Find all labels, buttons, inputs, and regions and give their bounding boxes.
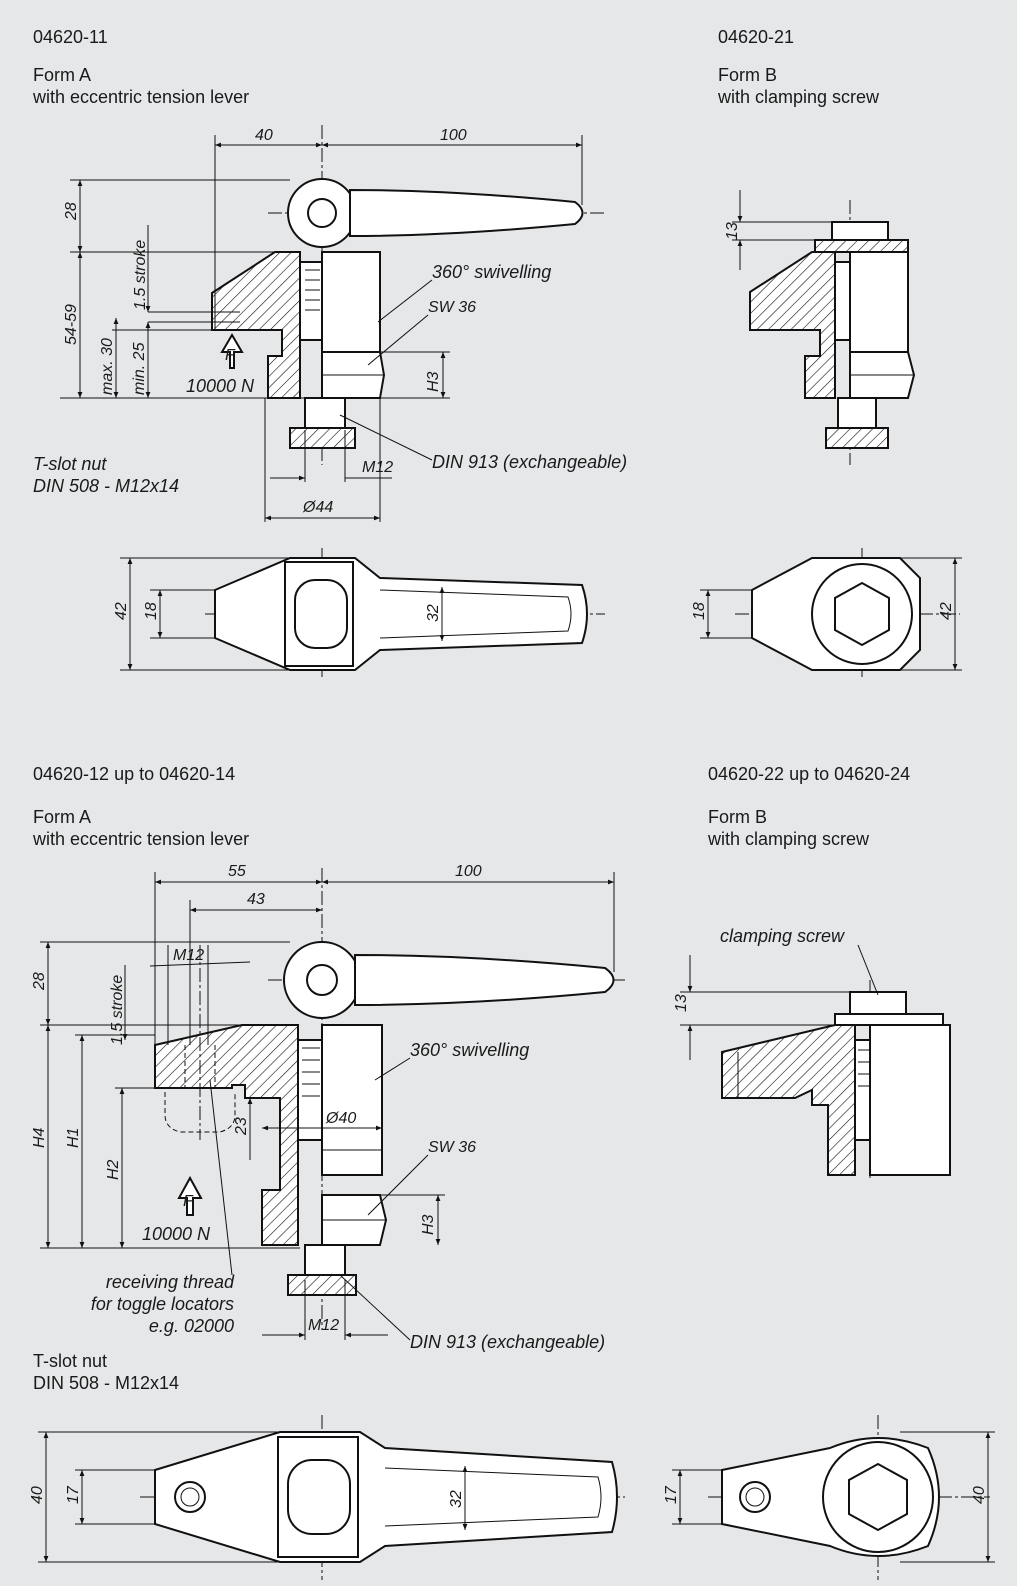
dim-17a: 17 xyxy=(65,1485,82,1504)
dim-18b: 18 xyxy=(691,602,708,620)
form-a-top-view-small xyxy=(205,548,605,680)
label-force: 10000 N xyxy=(142,1224,211,1244)
labels-top-left: 360° swivelling SW 36 10000 N DIN 913 (e… xyxy=(33,262,627,496)
form-b-top-view-large xyxy=(708,1415,990,1580)
form-a-side-view-large: F xyxy=(154,868,625,1330)
dim-100: 100 xyxy=(440,127,467,144)
section-code: 04620-12 up to 04620-14 xyxy=(33,764,235,784)
dim-100: 100 xyxy=(455,863,482,880)
dim-h4: H4 xyxy=(31,1127,48,1148)
dim-32a: 32 xyxy=(425,604,442,622)
label-receiving-3: e.g. 02000 xyxy=(149,1316,234,1336)
dimensions-bottom-plan: 40 17 32 17 40 xyxy=(29,1431,995,1563)
dim-40a: 40 xyxy=(29,1486,46,1504)
label-receiving-2: for toggle locators xyxy=(91,1294,234,1314)
section-desc: with clamping screw xyxy=(707,829,870,849)
dim-h2: H2 xyxy=(105,1159,122,1180)
dim-stroke: 1.5 stroke xyxy=(109,975,126,1045)
header-bottom-right: 04620-22 up to 04620-24 Form B with clam… xyxy=(707,764,910,849)
dim-13: 13 xyxy=(724,222,741,240)
dim-55: 55 xyxy=(228,863,246,880)
labels-bottom-left: 360° swivelling SW 36 10000 N receiving … xyxy=(33,1040,605,1393)
header-bottom-left: 04620-12 up to 04620-14 Form A with ecce… xyxy=(32,764,249,849)
header-top-right: 04620-21 Form B with clamping screw xyxy=(717,27,880,107)
section-desc: with clamping screw xyxy=(717,87,880,107)
dim-m12b: M12 xyxy=(308,1317,339,1334)
dim-dia40: Ø40 xyxy=(325,1110,356,1127)
label-receiving-1: receiving thread xyxy=(106,1272,235,1292)
dim-13: 13 xyxy=(673,994,690,1012)
dimensions-top-left: 40 100 28 54-59 1.5 stroke max. 30 min. … xyxy=(60,127,583,522)
dim-40: 40 xyxy=(255,127,273,144)
label-tslot-2: DIN 508 - M12x14 xyxy=(33,476,179,496)
form-a-top-view-large xyxy=(140,1415,625,1580)
dim-h3: H3 xyxy=(420,1214,437,1235)
dimensions-bottom-left: 55 43 100 M12 28 1.5 stroke H4 H1 H2 23 … xyxy=(31,863,615,1340)
label-tslot-2: DIN 508 - M12x14 xyxy=(33,1373,179,1393)
dim-54-59: 54-59 xyxy=(63,304,80,345)
dim-28: 28 xyxy=(31,972,48,991)
dim-m12: M12 xyxy=(362,459,393,476)
label-tslot-1: T-slot nut xyxy=(33,454,107,474)
dim-min25: min. 25 xyxy=(131,342,148,395)
section-form: Form A xyxy=(33,807,91,827)
label-sw36: SW 36 xyxy=(428,299,476,316)
section-desc: with eccentric tension lever xyxy=(32,87,249,107)
form-b-top-view-small xyxy=(735,548,960,680)
dim-17b: 17 xyxy=(663,1485,680,1504)
dim-23: 23 xyxy=(233,1117,250,1136)
label-swivel: 360° swivelling xyxy=(432,262,551,282)
header-top-left: 04620-11 Form A with eccentric tension l… xyxy=(32,27,249,107)
label-swivel: 360° swivelling xyxy=(410,1040,529,1060)
dim-max30: max. 30 xyxy=(99,338,116,395)
dim-43: 43 xyxy=(247,891,265,908)
dim-28: 28 xyxy=(63,202,80,221)
dim-40b: 40 xyxy=(971,1486,988,1504)
dim-18a: 18 xyxy=(143,602,160,620)
dim-stroke: 1.5 stroke xyxy=(132,240,149,310)
label-sw36: SW 36 xyxy=(428,1139,476,1156)
form-a-side-view-small: F xyxy=(211,125,605,465)
label-clamping-screw: clamping screw xyxy=(720,926,845,946)
dim-m12a: M12 xyxy=(173,947,204,964)
form-b-side-view-small xyxy=(749,200,916,465)
section-desc: with eccentric tension lever xyxy=(32,829,249,849)
dimensions-top-plan: 42 18 32 18 42 xyxy=(113,557,962,671)
force-symbol: F xyxy=(225,347,236,364)
section-code: 04620-21 xyxy=(718,27,794,47)
label-force: 10000 N xyxy=(186,376,255,396)
form-b-side-view-partial xyxy=(721,980,951,1180)
force-symbol: F xyxy=(183,1193,194,1210)
section-form: Form B xyxy=(718,65,777,85)
dim-h1: H1 xyxy=(65,1128,82,1148)
dim-42b: 42 xyxy=(938,602,955,620)
dim-32: 32 xyxy=(448,1490,465,1508)
section-form: Form A xyxy=(33,65,91,85)
section-code: 04620-22 up to 04620-24 xyxy=(708,764,910,784)
dimensions-top-right: 13 xyxy=(724,190,870,270)
dim-dia44: Ø44 xyxy=(302,499,333,516)
section-form: Form B xyxy=(708,807,767,827)
label-tslot-1: T-slot nut xyxy=(33,1351,107,1371)
dim-42a: 42 xyxy=(113,602,130,620)
dim-h3: H3 xyxy=(425,371,442,392)
section-code: 04620-11 xyxy=(33,27,108,47)
label-din913: DIN 913 (exchangeable) xyxy=(432,452,627,472)
label-din913: DIN 913 (exchangeable) xyxy=(410,1332,605,1352)
dimensions-bottom-right: 13 clamping screw xyxy=(673,926,879,1060)
